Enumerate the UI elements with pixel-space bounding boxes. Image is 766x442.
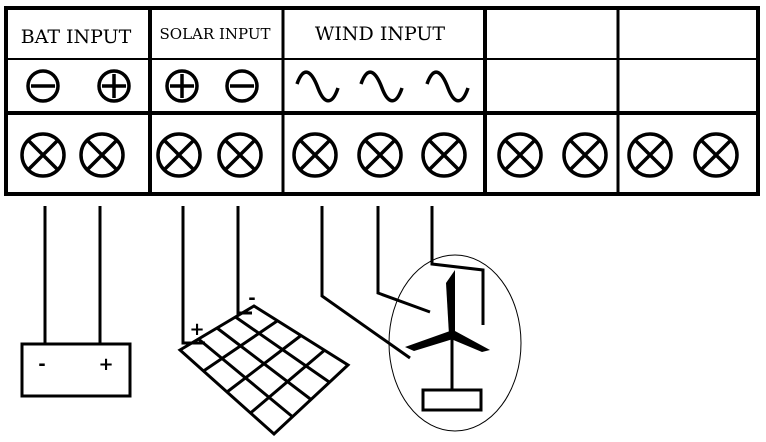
screw-terminal-icon bbox=[357, 132, 403, 178]
wind-turbine-outline bbox=[388, 254, 522, 432]
screw-terminal-icon bbox=[79, 132, 125, 178]
screw-terminal-icon bbox=[20, 132, 66, 178]
solar-panel-gridline bbox=[249, 349, 326, 415]
ac-wave-icon bbox=[425, 70, 470, 103]
screw-terminal-icon bbox=[693, 132, 739, 178]
screw-terminal-icon bbox=[217, 132, 263, 178]
plus-icon bbox=[165, 69, 199, 103]
polarity-row bbox=[26, 69, 470, 103]
solar-panel-frame bbox=[177, 304, 351, 437]
ac-wave-icon bbox=[359, 70, 404, 103]
screw-terminal-icon bbox=[497, 132, 543, 178]
battery-wires bbox=[43, 206, 102, 344]
solar-wires bbox=[181, 206, 252, 345]
wind-wires bbox=[320, 206, 485, 360]
screw-terminal-icon bbox=[421, 132, 467, 178]
screw-terminal-icon bbox=[156, 132, 202, 178]
solar-panel-gridline bbox=[226, 334, 302, 394]
wind-turbine bbox=[388, 254, 522, 432]
solar-panel-gridline bbox=[234, 315, 331, 384]
screw-terminal-row bbox=[20, 132, 739, 178]
minus-icon bbox=[26, 69, 60, 103]
battery-positive-label: + bbox=[98, 354, 113, 375]
battery-body bbox=[20, 342, 132, 398]
turbine-base bbox=[421, 388, 483, 412]
section-label-battery: BAT INPUT bbox=[21, 26, 132, 48]
section-label-solar: SOLAR INPUT bbox=[160, 25, 271, 43]
screw-terminal-icon bbox=[562, 132, 608, 178]
screw-terminal-icon bbox=[627, 132, 673, 178]
battery-negative-label: - bbox=[38, 354, 45, 375]
terminal-block-frame bbox=[4, 6, 760, 196]
solar-negative-label: - bbox=[248, 288, 255, 309]
solar-positive-label: + bbox=[189, 319, 204, 340]
ac-wave-icon bbox=[295, 70, 340, 103]
minus-icon bbox=[225, 69, 259, 103]
battery: - + bbox=[20, 342, 132, 398]
screw-terminal-icon bbox=[292, 132, 338, 178]
plus-icon bbox=[97, 69, 131, 103]
turbine-hub bbox=[448, 331, 456, 339]
turbine-blade bbox=[451, 331, 490, 352]
turbine-blade bbox=[405, 331, 453, 351]
section-label-wind: WIND INPUT bbox=[315, 23, 446, 45]
turbine-blade bbox=[446, 270, 455, 335]
solar-panel bbox=[177, 304, 351, 437]
terminal-block bbox=[4, 6, 760, 196]
